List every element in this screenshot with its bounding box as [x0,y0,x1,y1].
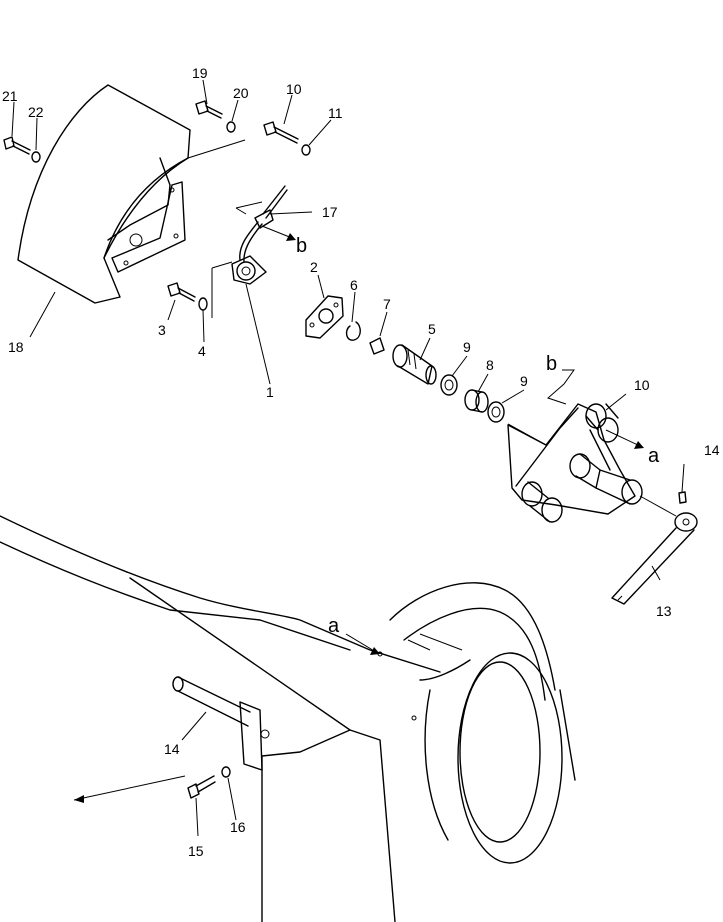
callout-9a: 9 [463,339,471,355]
callout-14: 14 [704,442,720,458]
callout-1: 1 [266,384,274,400]
bolt-11 [263,121,299,144]
bolt-20 [195,100,223,119]
pin-part-14 [678,491,687,504]
washer-4 [198,297,208,311]
reference-arrow-a-top [605,429,644,449]
bolt-3 [167,282,196,302]
bracket-part-10 [507,403,643,523]
callout-11: 10 [286,81,302,97]
callout-15: 14 [164,741,180,757]
callout-20: 19 [192,65,208,81]
washer-21 [226,121,236,133]
ref-letter-b-top: b [296,235,307,257]
reference-arrow-b-top [261,225,296,241]
callout-21: 20 [233,85,249,101]
callout-12: 11 [328,105,343,121]
bolt-22 [3,136,31,155]
callout-19: 18 [8,339,24,355]
callout-10: 10 [634,377,650,393]
machine-body [0,515,576,922]
callout-18: 17 [322,204,338,220]
sensor-part-1 [231,221,267,285]
ref-letter-a-top: a [648,445,660,467]
leader-lines [11,79,685,837]
cover-part-19 [17,84,246,304]
callout-3: 3 [158,322,166,338]
callout-4: 4 [198,343,206,359]
callout-6: 6 [350,277,358,293]
shaft-part-5 [392,344,437,385]
callout-7: 7 [383,296,391,312]
reference-mark-b-mid [547,369,575,405]
callout-5: 5 [428,321,436,337]
callout-8: 8 [486,357,494,373]
washer-12 [301,144,311,156]
callout-2: 2 [310,259,318,275]
callout-13: 13 [656,603,672,619]
washer-part-17 [221,766,231,778]
callout-16: 15 [188,843,204,859]
snap-ring-part-6 [345,321,361,341]
callout-23: 22 [28,104,44,120]
clamp-part-18 [254,185,288,229]
ref-letter-a-mid: a [328,615,340,637]
bolt-part-16 [187,775,216,799]
key-part-7 [369,337,385,355]
flange-part-2 [305,295,344,339]
washer-23 [31,151,41,163]
reference-arrow-a-mid [345,633,380,655]
bearing-part-9a [440,374,458,396]
spacer-part-8 [464,389,489,413]
callout-22: 21 [2,88,18,104]
bearing-part-9b [487,401,505,423]
ref-letter-b-mid: b [546,353,557,375]
callout-17: 16 [230,819,246,835]
pin-part-15 [172,676,270,771]
callout-9b: 9 [520,373,528,389]
lever-part-13 [611,512,698,605]
